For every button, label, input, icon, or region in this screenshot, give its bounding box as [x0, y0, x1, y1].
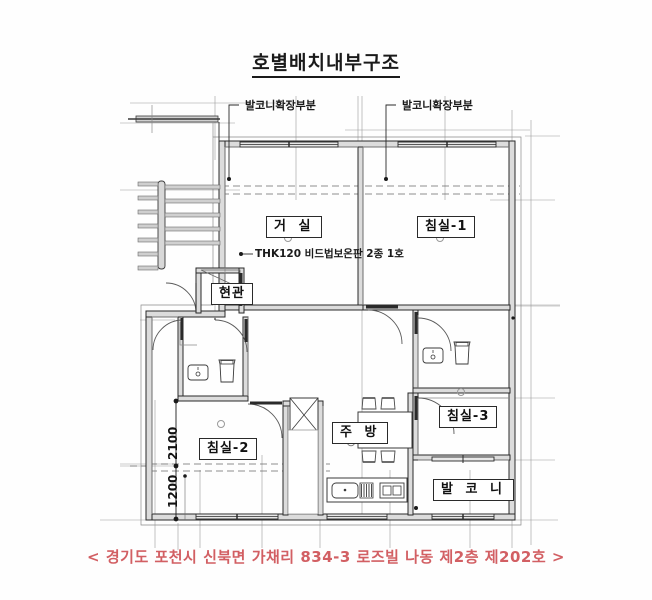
room-label-entrance: 현관	[211, 283, 253, 305]
room-label-bedroom-3: 침실-3	[439, 406, 498, 428]
bath-right-fixtures	[422, 341, 471, 365]
outer-trace	[140, 136, 522, 526]
bath-left-fixtures	[179, 322, 236, 383]
annotation-insulation-note: THK120 비드법보온판 2종 1호	[255, 248, 404, 260]
annotation-balcony-expansion-left: 발코니확장부분	[245, 99, 316, 112]
room-label-kitchen: 주 방	[332, 422, 389, 444]
room-label-living: 거 실	[266, 216, 323, 238]
window-bedroom2-bottom	[195, 513, 279, 520]
outer-walls	[145, 140, 516, 521]
annotation-balcony-expansion-right: 발코니확장부분	[402, 99, 473, 112]
kitchen-counter	[287, 429, 408, 515]
window-balcony-bottom	[431, 513, 495, 520]
page-title: 호별배치내부구조	[0, 48, 652, 78]
page-title-text: 호별배치내부구조	[252, 52, 400, 78]
room-label-bedroom-2: 침실-2	[199, 438, 258, 460]
window-bedroom1-top	[397, 141, 497, 148]
room-label-bedroom-1: 침실-1	[417, 216, 476, 238]
window-living-top	[239, 141, 339, 148]
window-balcony-upper	[431, 455, 495, 463]
room-label-balcony: 발 코 니	[433, 479, 514, 501]
interior-walls	[177, 146, 511, 516]
ceiling-light-symbols	[217, 234, 465, 447]
window-kitchen-bottom	[326, 513, 388, 520]
leader-lines	[227, 104, 396, 256]
dimension-lines	[173, 398, 187, 522]
plan-node-dots	[414, 316, 515, 510]
plan-caption: < 경기도 포천시 신북면 가채리 834-3 로즈빌 나동 제2층 제202호…	[87, 548, 565, 566]
dimension-1200: 1200	[166, 474, 180, 508]
exterior-stair	[128, 105, 221, 271]
storage-closet	[289, 397, 319, 433]
dimension-2100: 2100	[166, 426, 180, 460]
